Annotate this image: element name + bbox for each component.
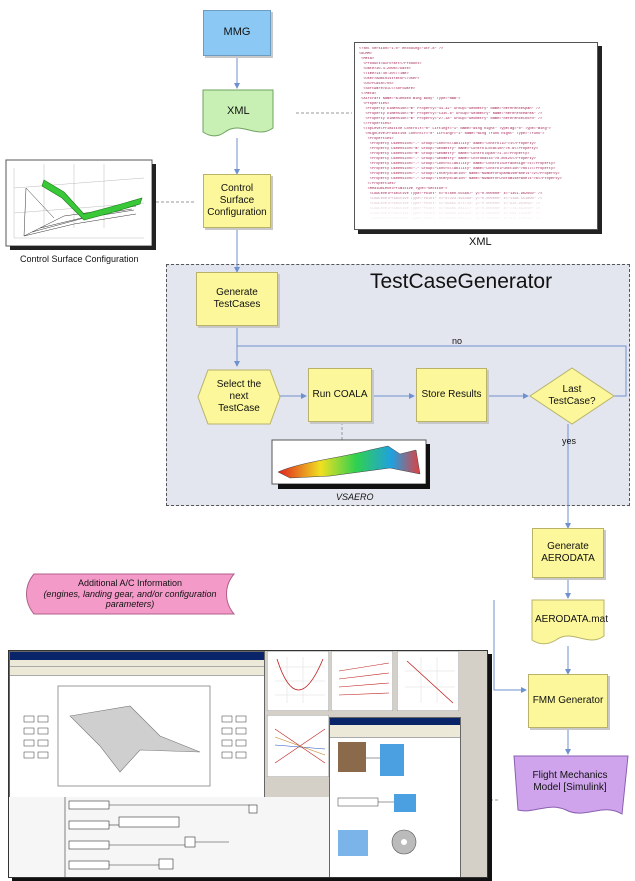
no-label: no <box>452 336 463 346</box>
control-surface-node: Control Surface Configuration <box>203 174 271 228</box>
generate-aerodata-node: Generate AERODATA <box>532 528 604 578</box>
xml-node-label: XML <box>227 105 250 117</box>
aerodata-mat-label: AERODATA.mat <box>535 614 608 625</box>
simulink-model-window <box>9 651 265 799</box>
plot-window-3 <box>397 651 459 711</box>
xml-document-image: <?xml version="1.0" encoding="utf-8" ?> … <box>354 42 598 230</box>
mmg-node: MMG <box>203 10 271 56</box>
additional-info-text: Additional A/C Information (engines, lan… <box>32 574 228 614</box>
select-next-shape <box>197 369 281 425</box>
xml-caption: XML <box>469 236 492 248</box>
vsaero-image <box>271 439 430 489</box>
yes-label: yes <box>562 436 577 446</box>
edge-no-loop <box>237 345 627 397</box>
vsaero-caption: VSAERO <box>336 492 374 502</box>
store-results-node: Store Results <box>416 368 487 422</box>
select-next-label: Select the next TestCase <box>216 379 262 414</box>
testcase-generator-title: TestCaseGenerator <box>370 270 553 293</box>
flight-mechanics-label: Flight Mechanics Model [Simulink] <box>532 770 608 793</box>
run-coala-node: Run COALA <box>308 368 372 422</box>
plot-window-2 <box>331 651 393 711</box>
additional-info-title: Additional A/C Information <box>77 577 183 588</box>
additional-info-shape <box>26 573 236 615</box>
edge-additional-fmm <box>493 600 527 693</box>
additional-info-detail: (engines, landing gear, and/or configura… <box>43 588 217 610</box>
simulink-screenshot-collage <box>8 650 488 878</box>
last-testcase-label: Last TestCase? <box>548 384 596 407</box>
control-surface-caption: Control Surface Configuration <box>20 254 139 264</box>
control-surface-image <box>5 159 156 250</box>
plot-window-1 <box>267 651 329 711</box>
last-testcase-shape <box>529 367 615 425</box>
plot-window-4 <box>267 715 329 777</box>
simulink-block-diagram <box>9 797 329 877</box>
xml-node-shape <box>202 89 274 137</box>
generate-testcases-node: Generate TestCases <box>196 272 278 326</box>
fmm-generator-node: FMM Generator <box>528 674 608 728</box>
flight-mechanics-shape <box>513 755 629 815</box>
aerodata-mat-shape <box>531 599 605 645</box>
simulink-library-window <box>329 717 461 877</box>
